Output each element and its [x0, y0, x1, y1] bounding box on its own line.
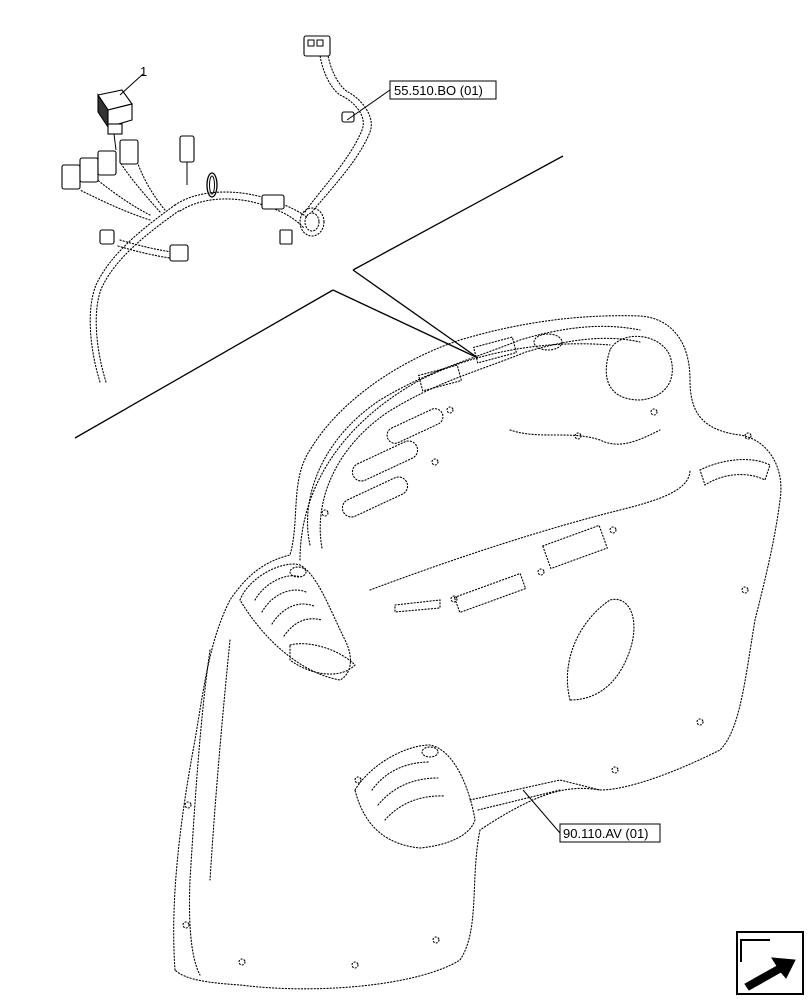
- rocker-switch: [97, 73, 144, 151]
- console-panel: [173, 315, 782, 990]
- ref-top-label[interactable]: 55.510.BO (01): [394, 83, 483, 98]
- wiring-harness: [61, 35, 372, 383]
- ref-callout-bottom[interactable]: 90.110.AV (01): [522, 789, 661, 843]
- arrow-next-icon[interactable]: [736, 931, 804, 995]
- item-number-label: 1: [140, 64, 147, 79]
- ref-callout-top[interactable]: 55.510.BO (01): [346, 80, 497, 121]
- detail-leader-lines: [74, 155, 564, 439]
- ref-bottom-label[interactable]: 90.110.AV (01): [563, 826, 649, 841]
